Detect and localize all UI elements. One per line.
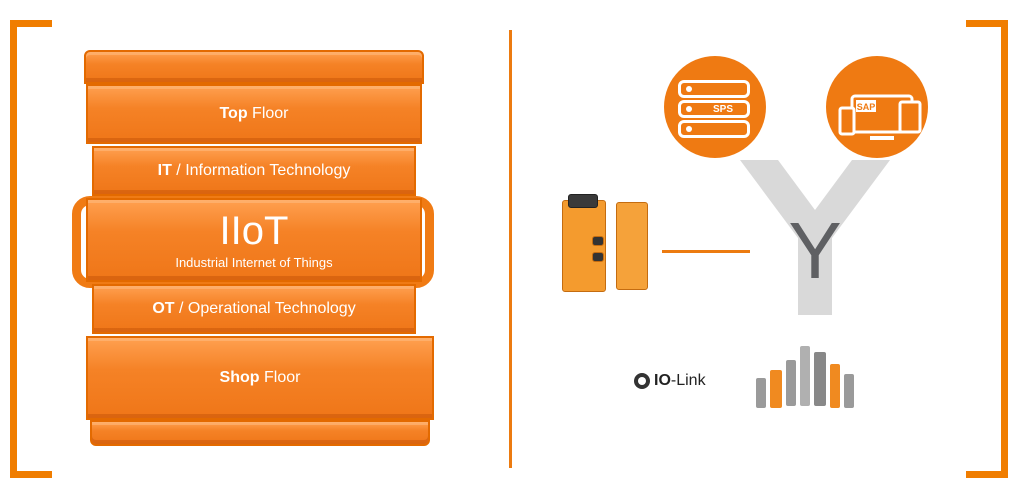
top-floor-label: Top Floor	[219, 105, 289, 122]
ethernet-port	[592, 236, 604, 246]
devices-icon: SAP	[838, 94, 922, 140]
iiot-title: IIoT	[219, 208, 289, 253]
toolbox-base	[90, 420, 430, 446]
drawer-iiot: IIoT Industrial Internet of Things	[86, 198, 422, 282]
it-label: IT / Information Technology	[157, 162, 351, 179]
iolink-logo: IO-Link	[634, 372, 706, 390]
toolbox-lid	[84, 50, 424, 84]
sps-label: SPS	[713, 104, 734, 115]
drawer-ot: OT / Operational Technology	[92, 284, 416, 334]
toolbox-illustration: Top Floor IT / Information Technology II…	[64, 44, 444, 454]
ot-label: OT / Operational Technology	[152, 300, 356, 317]
sps-circle: SPS	[664, 56, 766, 158]
sap-circle: SAP	[826, 56, 928, 158]
drawer-top-floor: Top Floor	[86, 84, 422, 144]
connector-line	[662, 250, 750, 253]
server-icon	[678, 80, 750, 98]
right-bracket	[966, 20, 1008, 478]
drawer-it: IT / Information Technology	[92, 146, 416, 196]
iolink-icon	[634, 373, 650, 389]
y-letter: Y	[788, 206, 841, 295]
drawer-shop-floor: Shop Floor	[86, 336, 434, 420]
ethernet-port	[592, 252, 604, 262]
terminal-block	[568, 194, 598, 208]
controller-device	[562, 200, 606, 292]
center-divider	[509, 30, 512, 468]
shop-floor-label: Shop Floor	[219, 369, 301, 386]
server-icon: SPS	[678, 100, 750, 118]
iolink-label: IO-Link	[654, 372, 706, 389]
y-shape: Y	[740, 160, 890, 315]
iiot-subtitle: Industrial Internet of Things	[175, 254, 333, 270]
left-bracket	[10, 20, 52, 478]
server-icon	[678, 120, 750, 138]
io-module-device	[616, 202, 648, 290]
sap-label: SAP	[857, 102, 876, 112]
